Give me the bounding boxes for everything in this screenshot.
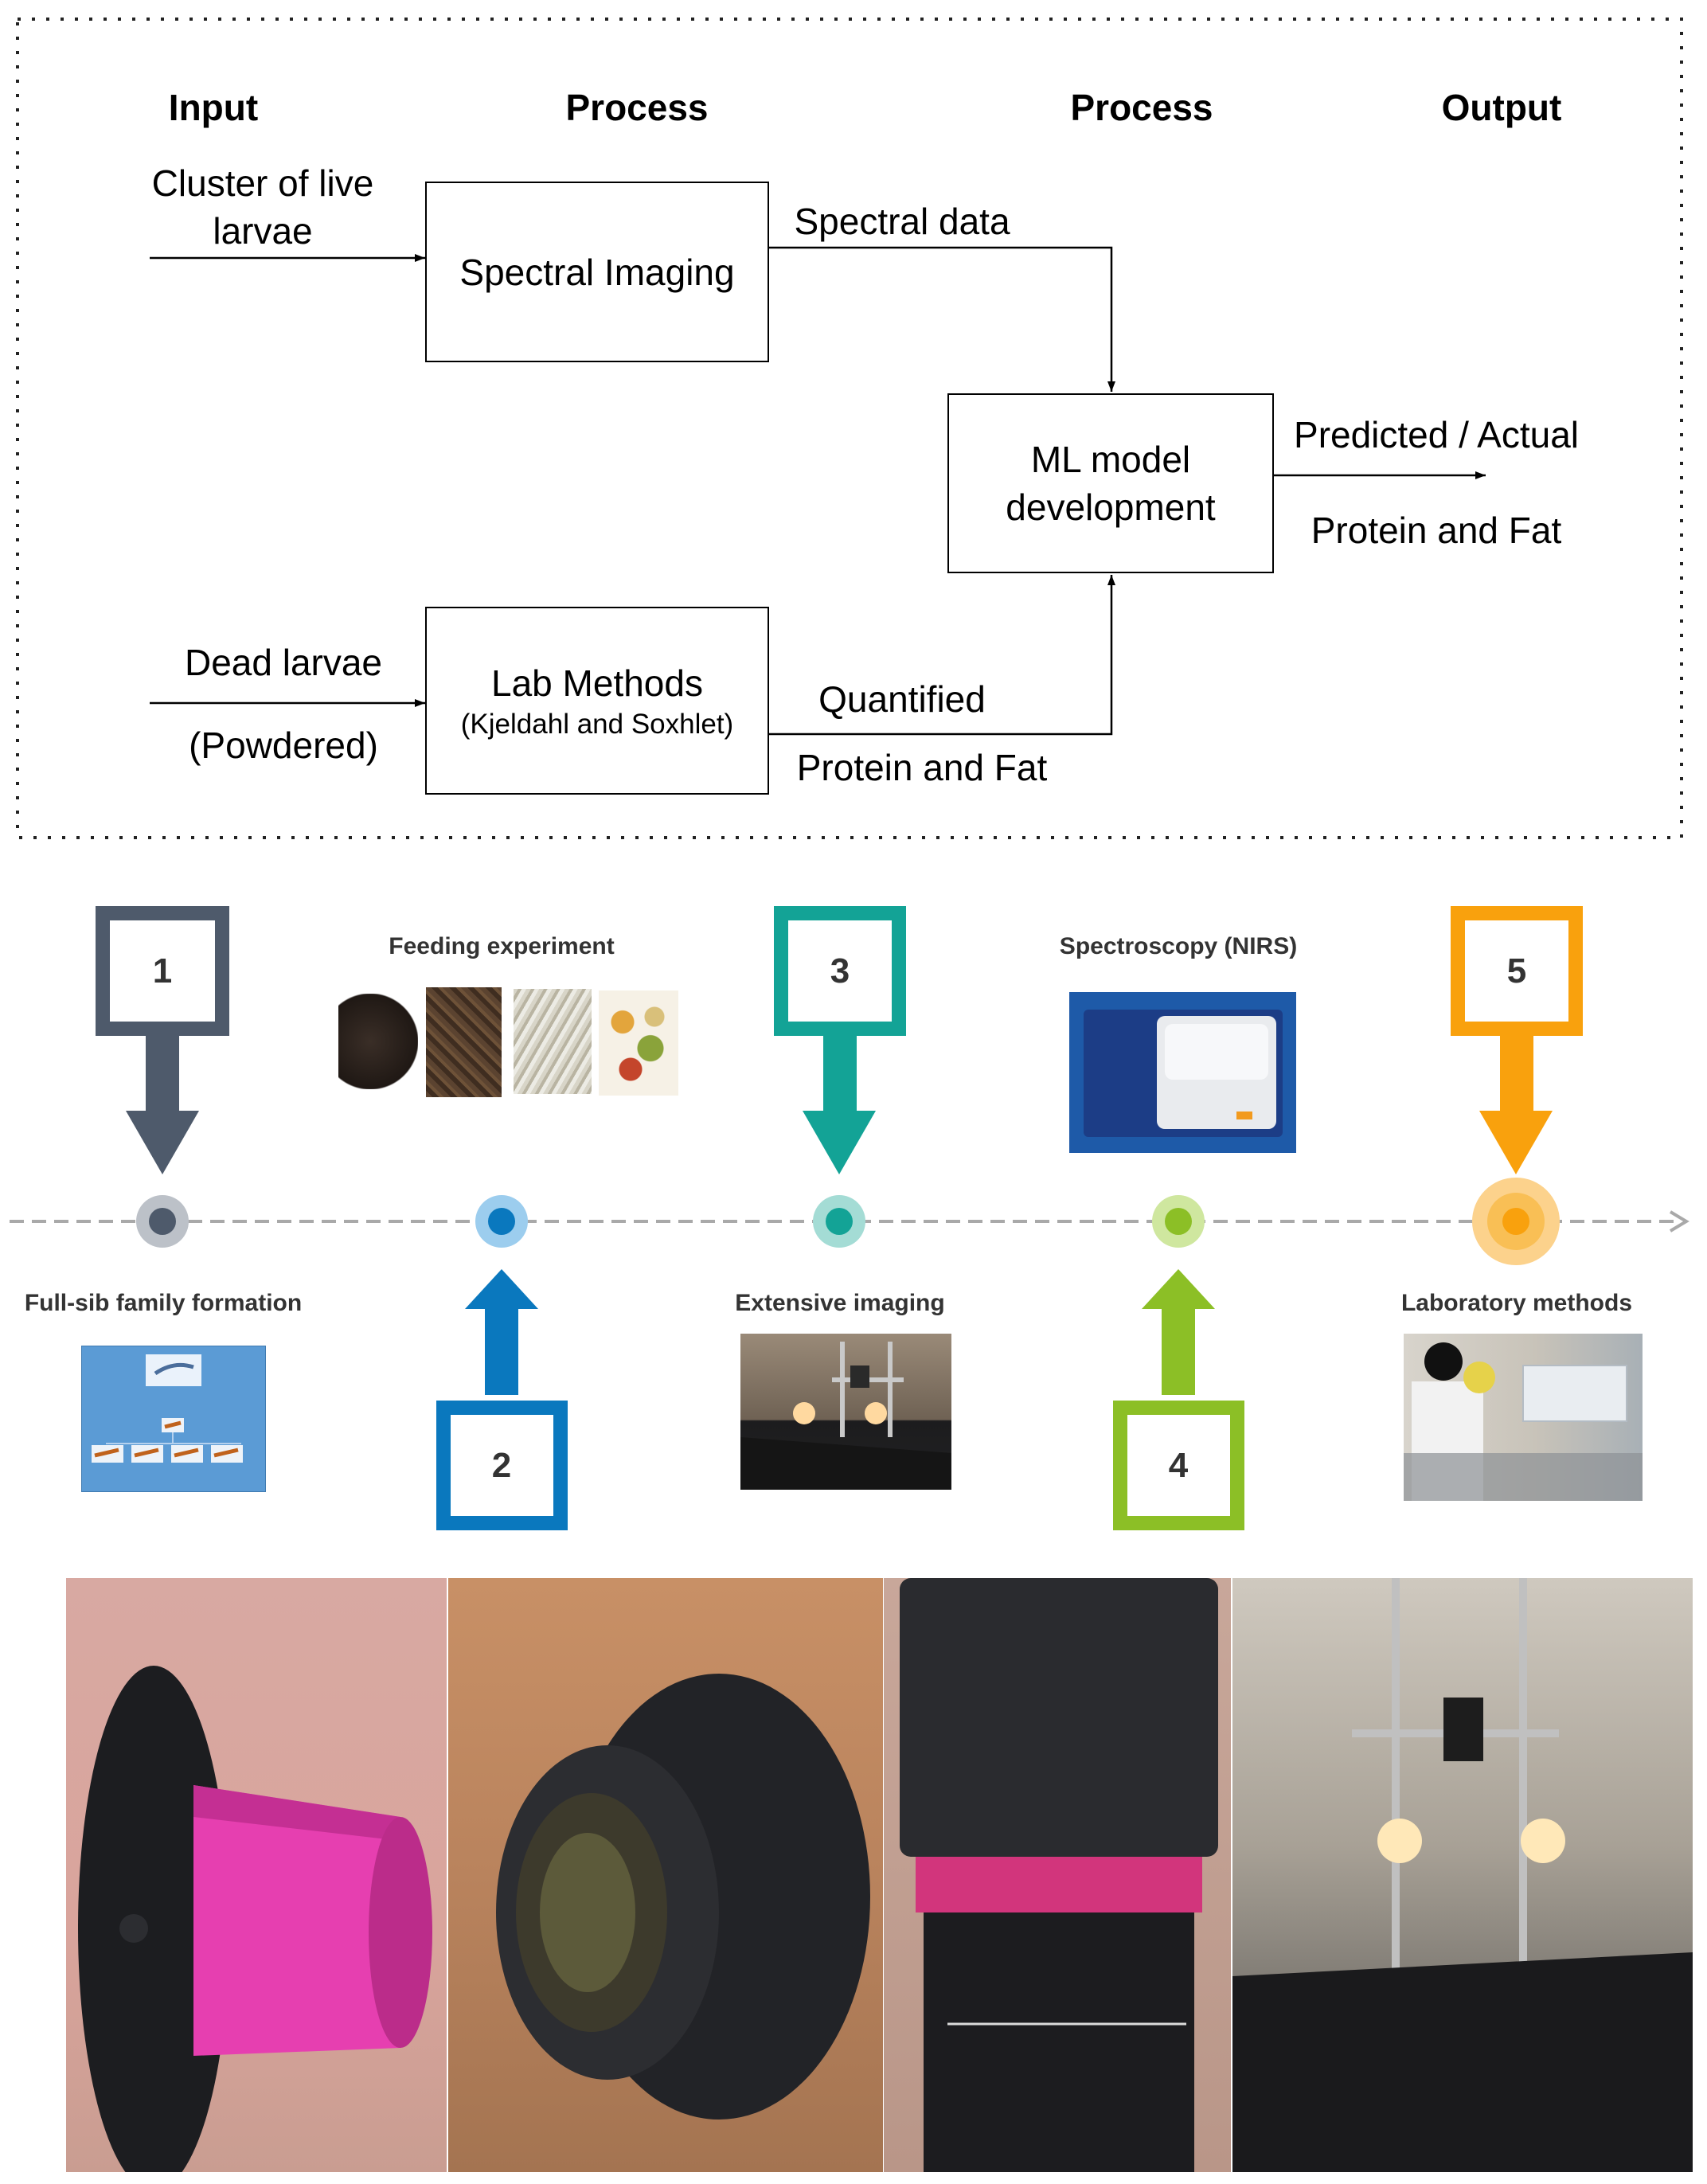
input-live-larvae-line2: larvae xyxy=(213,210,313,252)
extensive-imaging-photo xyxy=(740,1334,951,1490)
ximea-camera-photo xyxy=(884,1578,1231,2172)
substrate-image-1 xyxy=(338,994,418,1089)
output-protein-fat: Protein and Fat xyxy=(1311,510,1562,551)
step-5-label: Laboratory methods xyxy=(1400,1290,1633,1316)
arrow-lab-to-ml xyxy=(769,575,1115,736)
step-1-label: Full-sib family formation xyxy=(24,1290,303,1316)
output-predicted-actual: Predicted / Actual xyxy=(1294,414,1579,455)
step-3-marker xyxy=(774,906,906,1248)
header-input: Input xyxy=(168,87,259,128)
header-process-1: Process xyxy=(565,87,709,128)
header-output: Output xyxy=(1441,87,1562,128)
timeline: 1 2 3 4 5 Full-sib family formation Feed… xyxy=(0,900,1707,1553)
step-2-number: 2 xyxy=(491,1446,512,1485)
step-1-marker xyxy=(96,906,229,1248)
process-flowchart: Input Process Process Output Cluster of … xyxy=(0,0,1707,852)
flowchart-frame xyxy=(16,18,1683,839)
lab-methods-label: Lab Methods xyxy=(491,662,703,704)
input-powdered: (Powdered) xyxy=(189,725,378,766)
timeline-arrowhead xyxy=(1669,1210,1689,1233)
arrow-imaging-to-ml xyxy=(769,246,1115,392)
step-3-number: 3 xyxy=(830,951,850,990)
step-1-number: 1 xyxy=(152,951,173,990)
imaging-rig-photo xyxy=(1232,1578,1693,2172)
quantified-protein-fat-label: Protein and Fat xyxy=(796,747,1048,788)
nirs-instrument-photo xyxy=(1069,992,1296,1153)
laboratory-photo xyxy=(1404,1334,1643,1501)
step-4-marker xyxy=(1113,1195,1244,1530)
step-3-label: Extensive imaging xyxy=(735,1290,945,1316)
family-formation-diagram xyxy=(81,1346,266,1492)
step-2-marker xyxy=(436,1195,568,1530)
step-5-number: 5 xyxy=(1506,951,1527,990)
lab-methods-sublabel: (Kjeldahl and Soxhlet) xyxy=(460,709,734,740)
input-live-larvae-line1: Cluster of live xyxy=(151,162,374,204)
quantified-label: Quantified xyxy=(818,678,986,720)
lab-methods-box: Lab Methods (Kjeldahl and Soxhlet) xyxy=(425,607,769,795)
camera-side-photo xyxy=(66,1578,447,2172)
spectral-data-label: Spectral data xyxy=(794,201,1010,242)
substrate-image-3 xyxy=(514,989,592,1094)
camera-lens-photo xyxy=(448,1578,883,2172)
header-process-2: Process xyxy=(1070,87,1213,128)
spectral-imaging-box: Spectral Imaging xyxy=(425,182,769,362)
input-dead-larvae: Dead larvae xyxy=(184,642,383,683)
substrate-image-2 xyxy=(426,987,502,1097)
step-4-number: 4 xyxy=(1168,1446,1189,1485)
ml-model-label-line1: ML model xyxy=(1030,439,1191,480)
step-5-marker xyxy=(1451,906,1583,1265)
ml-model-label-line2: development xyxy=(1006,486,1216,528)
substrate-image-4 xyxy=(599,990,678,1096)
ml-model-box: ML model development xyxy=(947,393,1274,573)
spectral-imaging-label: Spectral Imaging xyxy=(459,251,735,293)
step-2-label: Feeding experiment xyxy=(389,933,615,959)
step-4-label: Spectroscopy (NIRS) xyxy=(1059,933,1298,959)
